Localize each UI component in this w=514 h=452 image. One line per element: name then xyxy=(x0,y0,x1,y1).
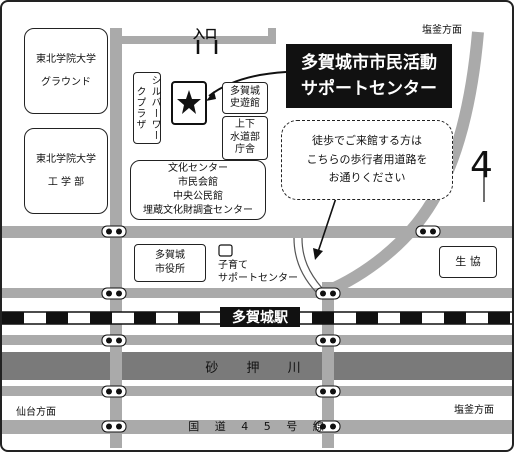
sunaoshi-river-label: 砂 押 川 xyxy=(205,360,313,376)
university-engineering-line2: 工 学 部 xyxy=(47,177,85,188)
silver-work-plaza: シルバーワークプラザ xyxy=(133,72,161,144)
historic-hall-line1: 多賀城 xyxy=(230,85,260,97)
route-45 xyxy=(2,420,512,434)
pedestrian-path xyxy=(293,237,317,293)
road-west xyxy=(110,28,122,448)
culture-center-line2: 市民会館 xyxy=(178,177,218,188)
coop-store: 生 協 xyxy=(439,246,497,278)
childcare-building xyxy=(218,244,233,257)
historic-hall: 多賀城 史遊館 xyxy=(222,82,268,114)
walk-line1: 徒歩でご来館する方は xyxy=(312,133,422,147)
arrow-to-path xyxy=(317,197,337,253)
traffic-light-icons xyxy=(101,225,441,433)
childcare-line2: サポートセンター xyxy=(218,273,298,284)
road-station-south xyxy=(2,335,512,345)
culture-center: 文化センター 市民会館 中央公民館 埋蔵文化財調査センター xyxy=(130,160,266,220)
university-ground: 東北学院大学 グラウンド xyxy=(24,28,108,114)
childcare-support-label: 子育て サポートセンター xyxy=(218,259,298,285)
river-band xyxy=(2,352,512,380)
city-hall-line2: 市役所 xyxy=(155,264,185,275)
direction-shiogama-top: 塩釜方面 xyxy=(422,25,462,36)
culture-center-line1: 文化センター xyxy=(168,163,228,174)
walking-instructions: 徒歩でご来館する方は こちらの歩行者用道路を お通りください xyxy=(281,120,453,200)
walk-line2: こちらの歩行者用道路を xyxy=(306,152,428,166)
water-dept-office: 上下 水道部 庁舎 xyxy=(222,116,268,160)
city-hall-line1: 多賀城 xyxy=(155,250,185,261)
road-north xyxy=(2,226,512,238)
arrow-head-icon xyxy=(206,91,216,101)
support-center-title: 多賀城市市民活動 サポートセンター xyxy=(286,44,452,108)
childcare-line1: 子育て xyxy=(218,260,248,271)
culture-center-line3: 中央公民館 xyxy=(173,191,223,202)
title-line1: 多賀城市市民活動 xyxy=(301,52,437,73)
walk-line3: お通りください xyxy=(328,171,406,185)
silver-work-plaza-label: シルバーワークプラザ xyxy=(134,75,160,141)
railway-ties xyxy=(2,312,510,324)
water-dept-line3: 庁舎 xyxy=(235,144,255,156)
route45-label: 国 道 4 5 号 線 xyxy=(188,420,330,433)
university-engineering: 東北学院大学 工 学 部 xyxy=(24,128,108,214)
historic-hall-line2: 史遊館 xyxy=(230,98,260,109)
coop-label: 生 協 xyxy=(455,254,481,268)
star-icon xyxy=(177,90,201,114)
arrow-to-building xyxy=(208,71,287,97)
direction-shiogama-bottom: 塩釜方面 xyxy=(454,405,494,416)
direction-sendai: 仙台方面 xyxy=(16,407,56,418)
campus-road xyxy=(112,28,276,44)
water-dept-line1: 上下 xyxy=(235,119,255,131)
university-engineering-line1: 東北学院大学 xyxy=(36,154,96,165)
culture-center-line4: 埋蔵文化財調査センター xyxy=(143,205,253,216)
north-symbol: 4 xyxy=(470,145,493,186)
road-river-south xyxy=(2,386,512,396)
title-line2: サポートセンター xyxy=(301,79,437,99)
water-dept-line2: 水道部 xyxy=(230,131,260,143)
university-ground-line2: グラウンド xyxy=(41,77,91,88)
tagajo-station: 多賀城駅 xyxy=(220,307,300,327)
arrow-head-path-icon xyxy=(313,248,323,260)
city-hall: 多賀城 市役所 xyxy=(134,244,206,282)
entrance-label: 入口 xyxy=(193,27,218,41)
university-ground-line1: 東北学院大学 xyxy=(36,54,96,65)
main-road-curve xyxy=(317,31,484,300)
road-station-north xyxy=(2,288,512,298)
